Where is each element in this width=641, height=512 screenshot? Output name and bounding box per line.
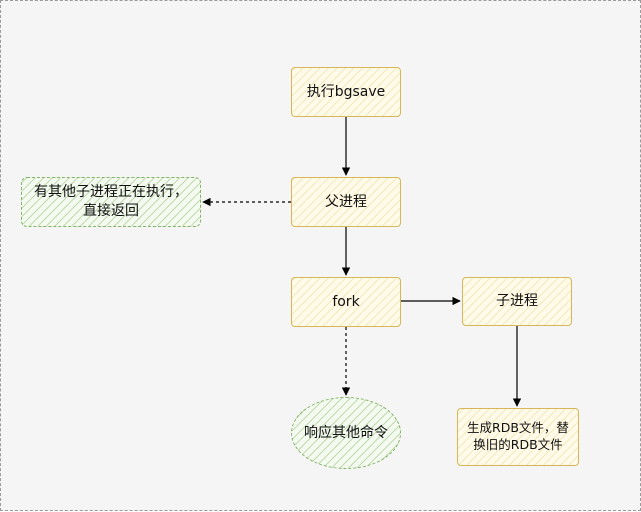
- fork-node: fork: [291, 277, 401, 327]
- respond-commands-node: 响应其他命令: [291, 397, 401, 469]
- rdb-file-label: 生成RDB文件，替 换旧的RDB文件: [467, 420, 569, 452]
- rdb-file-node: 生成RDB文件，替 换旧的RDB文件: [457, 408, 579, 466]
- bgsave-node: 执行bgsave: [291, 67, 401, 117]
- existing-child-node: 有其他子进程正在执行， 直接返回: [21, 177, 201, 227]
- respond-commands-label: 响应其他命令: [304, 424, 388, 441]
- parent-process-label: 父进程: [325, 193, 367, 210]
- bgsave-label: 执行bgsave: [306, 83, 386, 100]
- existing-child-label: 有其他子进程正在执行， 直接返回: [34, 184, 188, 219]
- fork-label: fork: [332, 293, 360, 310]
- child-process-label: 子进程: [496, 293, 538, 310]
- parent-process-node: 父进程: [291, 177, 401, 227]
- child-process-node: 子进程: [462, 277, 572, 326]
